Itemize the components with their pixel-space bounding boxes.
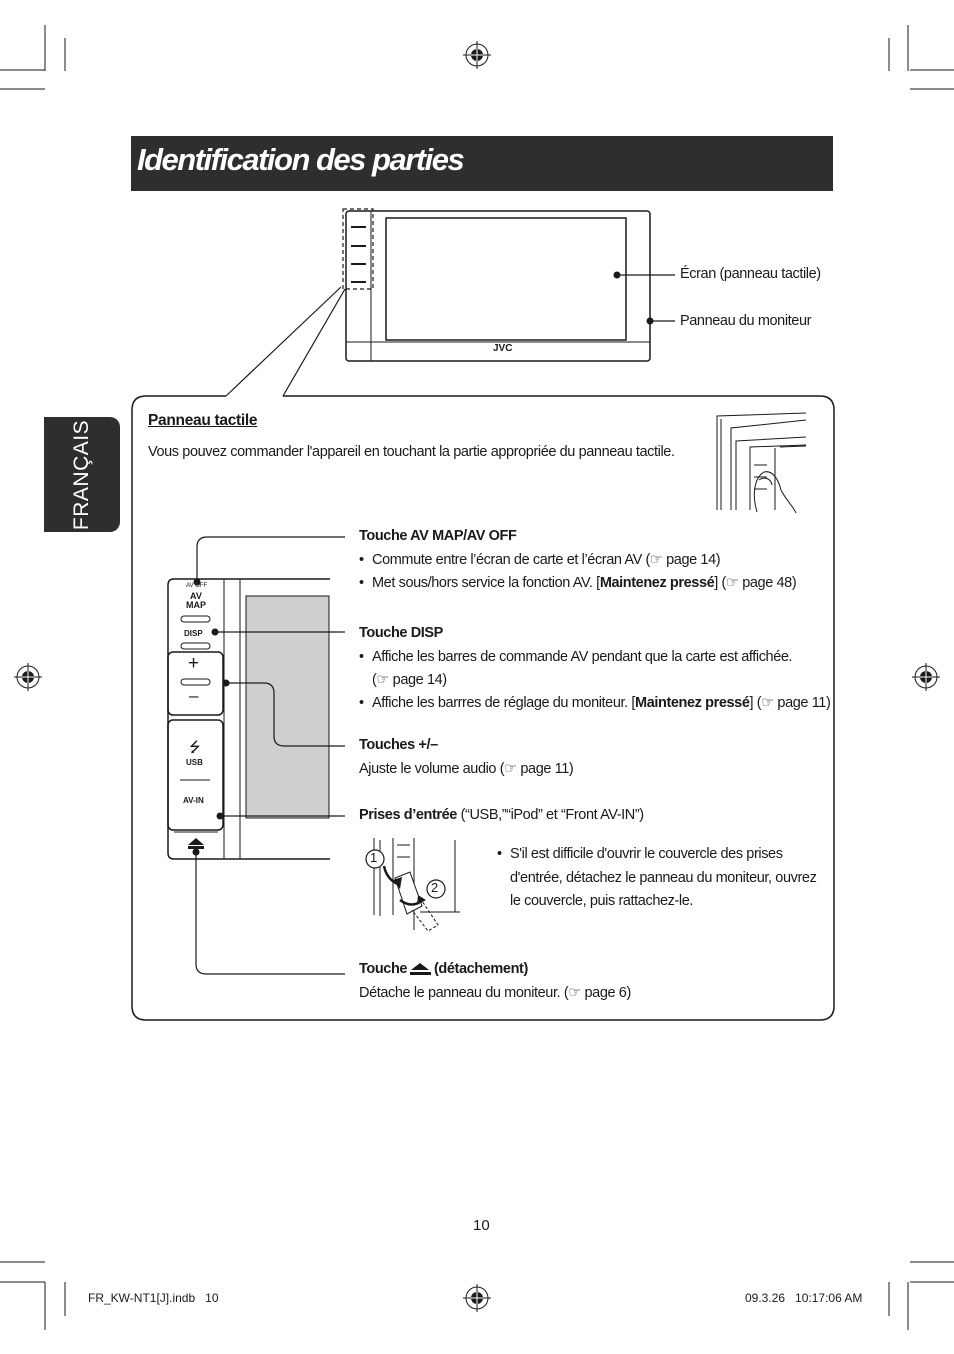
crop-marks xyxy=(0,25,954,1330)
inputs-title: Prises d’entrée xyxy=(359,807,457,823)
detach-text: Détache le panneau du moniteur. (☞ page … xyxy=(359,985,631,1001)
avmap-bullet-1-text: Commute entre l’écran de carte et l’écra… xyxy=(372,552,721,568)
eject-icon xyxy=(410,963,431,975)
panel-callout-label: Panneau du moniteur xyxy=(680,313,812,329)
disp-bullet-2: • Affiche les barrres de réglage du monit… xyxy=(359,695,831,711)
plus-label: + xyxy=(188,653,200,674)
panel-callout-dot xyxy=(646,317,654,325)
title-banner xyxy=(131,136,833,191)
volume-text: Ajuste le volume audio (☞ page 11) xyxy=(359,761,574,777)
av-off-label: AV OFF xyxy=(186,583,208,589)
inputs-title-row: Prises d’entrée (“USB,”“iPod” et “Front … xyxy=(359,807,644,823)
disp-bullet-2-pre: Affiche les barrres de réglage du monite… xyxy=(372,695,636,711)
map-label: MAP xyxy=(186,600,206,610)
step-number-1: 1 xyxy=(370,850,378,865)
minus-label: – xyxy=(189,686,199,705)
brand-logo-text: JVC xyxy=(493,343,513,354)
avmap-bullet-2-bold: Maintenez pressé xyxy=(599,575,715,591)
inputs-note-line1-text: S'il est difficile d'ouvrir le couvercle… xyxy=(510,846,783,862)
detach-title-pre: Touche xyxy=(359,961,408,977)
inputs-note-line2: d'entrée, détachez le panneau du moniteu… xyxy=(510,870,817,886)
avmap-bullet-1: • Commute entre l’écran de carte et l’écr… xyxy=(359,552,721,568)
av-label: AV xyxy=(190,591,202,601)
usb-icon: ⭍ xyxy=(189,740,201,756)
page-number: 10 xyxy=(473,1217,490,1234)
control-strip-illustration xyxy=(167,578,330,860)
disp-bullet-1-line1: Affiche les barres de commande AV pendan… xyxy=(372,649,793,665)
disp-title: Touche DISP xyxy=(359,625,443,641)
screen-callout-dot xyxy=(613,271,621,279)
disp-label: DISP xyxy=(184,629,203,638)
disp-bullet-1: • Affiche les barres de commande AV penda… xyxy=(359,649,793,665)
footer-date: 09.3.26 10:17:06 AM xyxy=(745,1291,863,1305)
bullet: • xyxy=(359,575,364,591)
callout-dots xyxy=(192,578,230,856)
usb-label: USB xyxy=(186,758,203,767)
monitor-illustration xyxy=(225,208,675,397)
bullet: • xyxy=(359,552,364,568)
step-number-2: 2 xyxy=(431,880,439,895)
avmap-bullet-2-post: ] (☞ page 48) xyxy=(714,575,797,591)
language-tab-label: FRANÇAIS xyxy=(70,419,93,530)
av-in-label: AV-IN xyxy=(183,796,204,805)
inputs-title-rest: (“USB,”“iPod” et “Front AV-IN”) xyxy=(456,807,645,823)
callout-leaders xyxy=(195,536,345,975)
screen-callout-label: Écran (panneau tactile) xyxy=(680,266,821,282)
finger-illustration xyxy=(716,412,807,514)
touch-panel-heading: Panneau tactile xyxy=(148,412,258,429)
inputs-note-line3: le couvercle, puis rattachez-le. xyxy=(510,893,694,909)
disp-bullet-2-post: ] (☞ page 11) xyxy=(749,695,831,711)
touch-panel-box-outline xyxy=(131,395,835,1021)
detach-title-post: (détachement) xyxy=(434,961,528,977)
volume-title: Touches +/– xyxy=(359,737,438,753)
page-title: Identification des parties xyxy=(137,142,465,177)
avmap-bullet-2: • Met sous/hors service la fonction AV. [… xyxy=(359,575,797,591)
bullet: • xyxy=(359,695,364,711)
inputs-note-line1: • S'il est difficile d'ouvrir le couvercl… xyxy=(497,846,783,862)
disp-bullet-1-line2: (☞ page 14) xyxy=(372,672,447,688)
bullet: • xyxy=(497,846,502,862)
registration-marks xyxy=(14,41,940,1312)
language-tab xyxy=(44,417,120,532)
language-tab-label-wrap: FRANÇAIS xyxy=(44,417,120,532)
footer-file: FR_KW-NT1[J].indb 10 xyxy=(88,1291,219,1305)
jack-cover-illustration xyxy=(365,838,460,932)
avmap-title: Touche AV MAP/AV OFF xyxy=(359,528,517,544)
bullet: • xyxy=(359,649,364,665)
avmap-bullet-2-pre: Met sous/hors service la fonction AV. [ xyxy=(372,575,600,591)
touch-panel-intro: Vous pouvez commander l'appareil en touc… xyxy=(148,444,675,460)
disp-bullet-2-bold: Maintenez pressé xyxy=(635,695,750,711)
